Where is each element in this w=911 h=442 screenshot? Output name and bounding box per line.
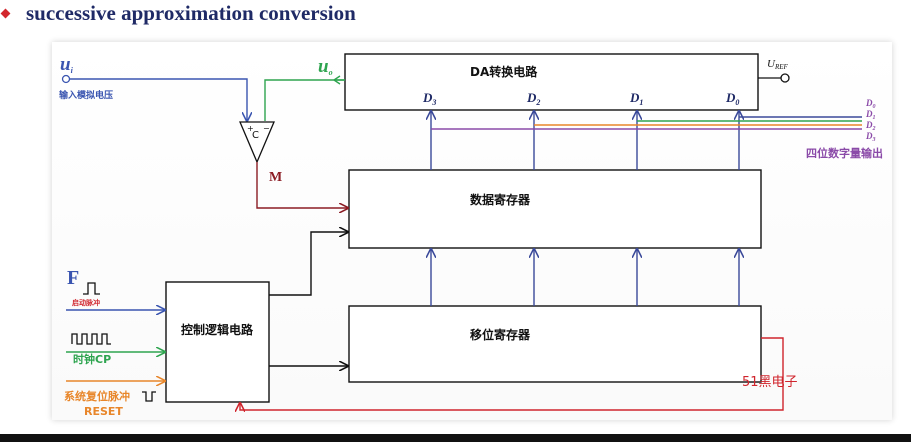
heading-row: successive approximation conversion [0, 0, 911, 30]
data-register-title: 数据寄存器 [470, 192, 531, 207]
shift-register-block [348, 305, 762, 383]
uo-symbol: uo [318, 56, 333, 77]
comparator-output-wire [256, 162, 348, 208]
watermark: 51黑电子 [742, 375, 798, 390]
uo-feedback-wire [264, 79, 345, 121]
uo-arrowhead [333, 75, 341, 85]
slide-heading: successive approximation conversion [26, 1, 356, 25]
clock-label: 时钟CP [73, 352, 111, 366]
shift-feedback-wire [240, 337, 784, 410]
start-label: 启动脉冲 [72, 298, 100, 307]
reset-label: 系统复位脉冲 [64, 389, 130, 403]
input-symbol: ui [60, 54, 74, 75]
control-logic-title: 控制逻辑电路 [181, 322, 254, 337]
start-symbol: F [67, 267, 79, 289]
dac-bit-d2-label: D2 [526, 90, 540, 107]
comparator-minus: − [263, 124, 270, 133]
dac-bit-d1-label: D1 [629, 90, 643, 107]
comparator-plus: + [247, 124, 254, 133]
out-d3-label: D3 [865, 131, 876, 143]
out-d1-label: D1 [865, 109, 876, 121]
input-wire [70, 78, 247, 121]
control-to-data-wire [269, 232, 348, 296]
shift-register-title: 移位寄存器 [470, 327, 531, 342]
comparator-symbol [239, 121, 275, 164]
start-pulse-icon [83, 282, 100, 295]
dac-title: DA转换电路 [470, 64, 538, 79]
out-d0-label: D0 [865, 98, 876, 110]
control-logic-block [165, 281, 270, 403]
uref-label: UREF [767, 58, 789, 71]
uref-terminal [780, 73, 790, 83]
reset-pulse-icon [142, 391, 156, 402]
input-terminal [61, 74, 71, 84]
dac-bit-d3-label: D3 [422, 90, 436, 107]
out-d2-label: D2 [865, 120, 876, 132]
output-label: 四位数字量输出 [806, 146, 883, 160]
comparator-label: C [252, 130, 259, 141]
reset-label-2: RESET [84, 405, 123, 418]
input-label: 输入模拟电压 [59, 89, 113, 101]
dac-block [344, 53, 759, 111]
dac-bit-d0-label: D0 [725, 90, 739, 107]
comparator-output-label: M [269, 170, 282, 185]
clock-pulse-icon [71, 333, 111, 345]
bottom-bar [0, 434, 911, 442]
data-register-block [348, 169, 762, 249]
